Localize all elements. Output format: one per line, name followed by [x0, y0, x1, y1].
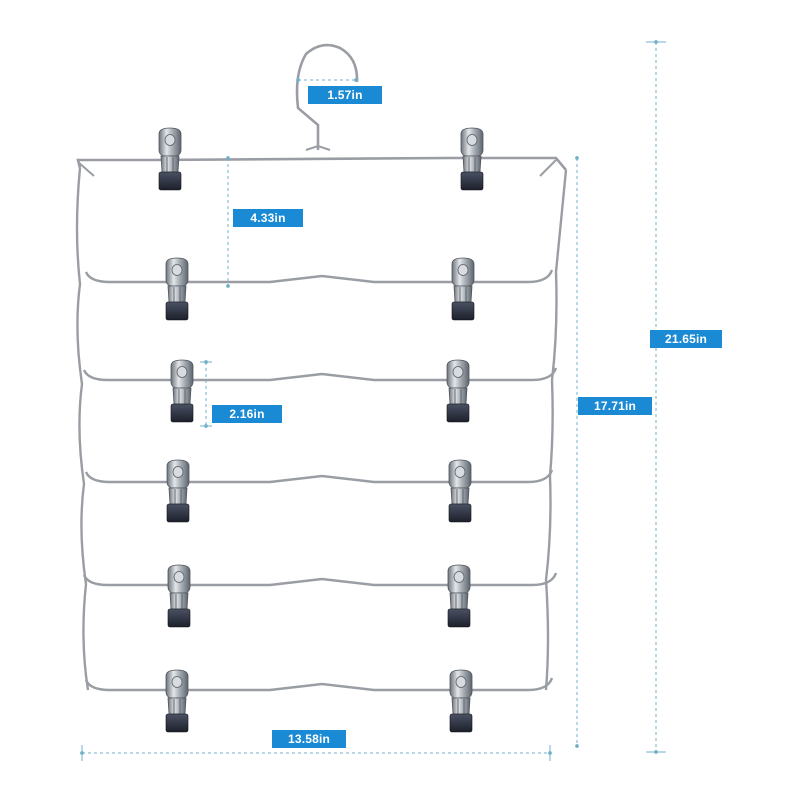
trouser-clip: [165, 669, 189, 733]
tier-bar: [82, 572, 558, 587]
tier-bar: [84, 269, 554, 284]
tier-bar: [84, 677, 554, 692]
side-bar-left: [75, 167, 90, 691]
hanger-clips: [158, 127, 484, 733]
trouser-clip: [447, 564, 471, 628]
trouser-clip: [166, 459, 190, 523]
top-left-hook-end: [77, 161, 95, 177]
clip-height-label: 2.16in: [212, 405, 282, 423]
tier-spacing-label: 4.33in: [233, 209, 303, 227]
trouser-clip: [158, 127, 182, 191]
top-right-hook-end: [539, 159, 557, 177]
hook-neck: [305, 144, 331, 151]
tier-bar: [82, 367, 558, 382]
hook-width-label: 1.57in: [308, 86, 382, 104]
width-label: 13.58in: [272, 730, 346, 748]
top-tier-bar: [76, 156, 567, 171]
side-bar-right: [544, 169, 568, 691]
tier-bar: [84, 469, 554, 484]
trouser-clip: [449, 669, 473, 733]
hanger-wire-frame: [75, 43, 568, 691]
hanger-tiers: [82, 269, 558, 692]
dimension-lines: [80, 40, 666, 761]
trouser-clip: [170, 359, 194, 423]
trouser-clip: [448, 459, 472, 523]
trouser-clip: [451, 257, 475, 321]
trouser-clip: [460, 127, 484, 191]
trouser-clip: [167, 564, 191, 628]
trouser-clip: [165, 257, 189, 321]
trouser-clip: [446, 359, 470, 423]
total-height-label: 21.65in: [650, 330, 722, 348]
hanger-body-height-label: 17.71in: [578, 397, 652, 415]
hanger-hook: [295, 43, 359, 150]
